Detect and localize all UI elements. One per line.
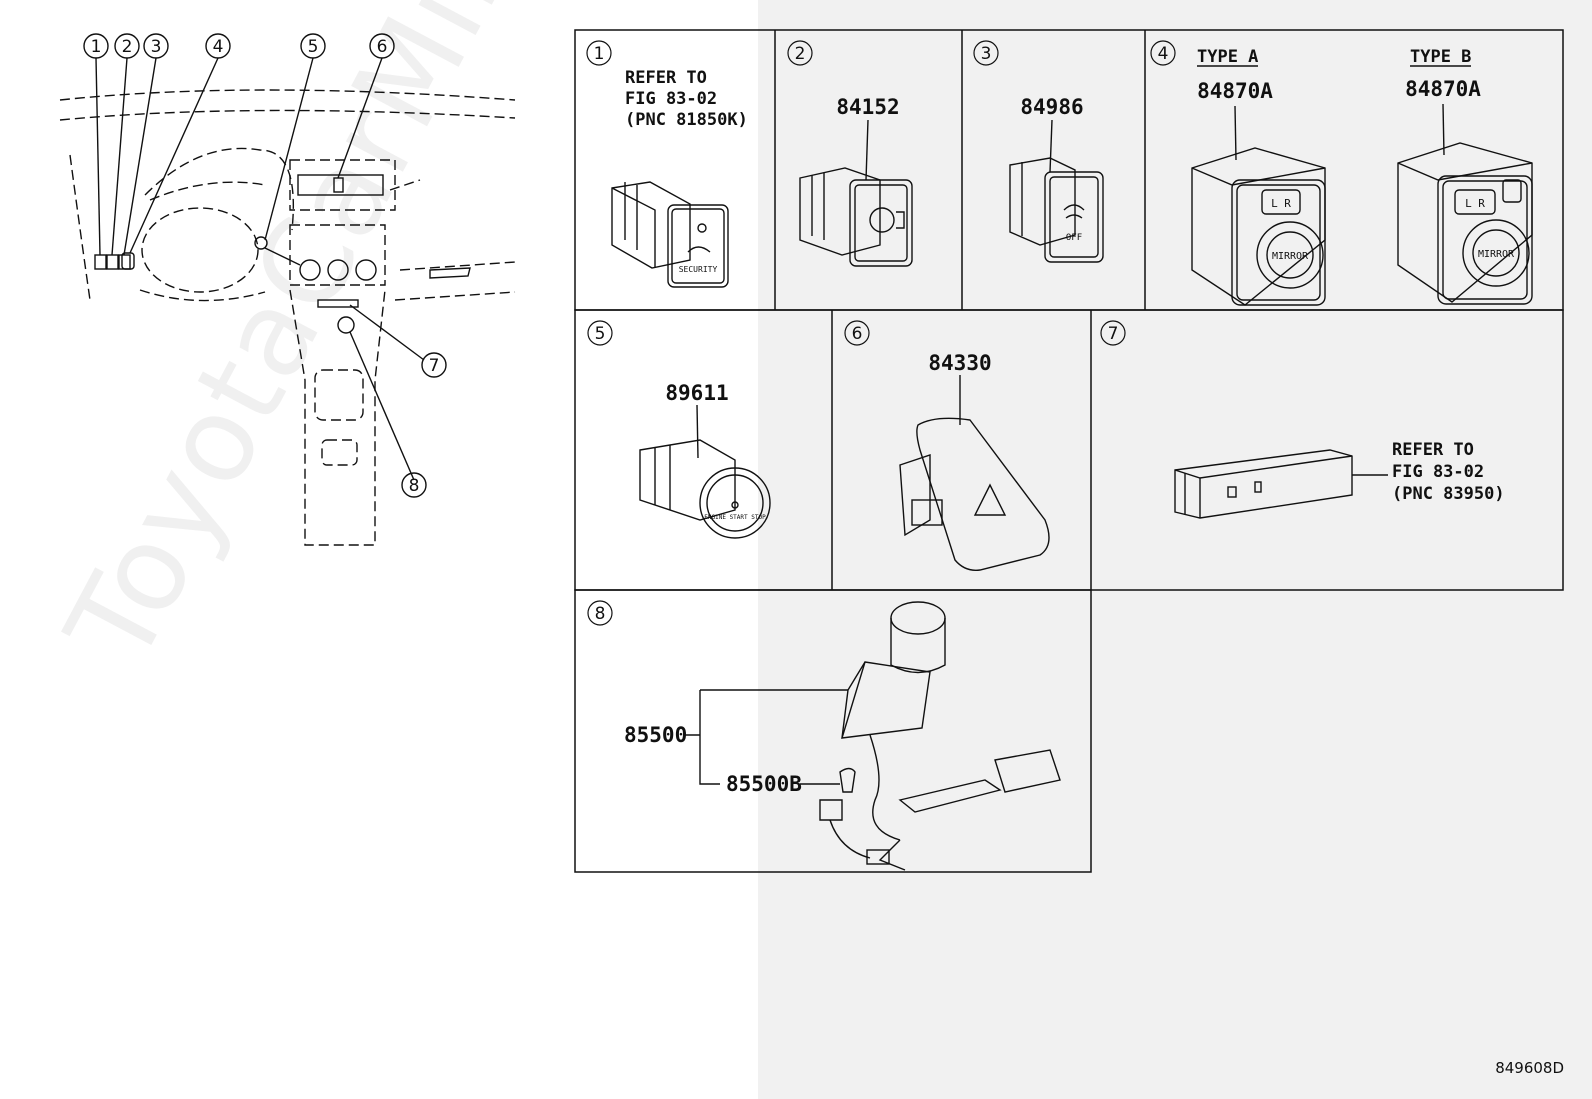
part-84986: 84986 xyxy=(1020,95,1083,119)
callout-1: 1 xyxy=(91,37,102,57)
panel-1-number: 1 xyxy=(594,44,605,64)
dashboard-overview xyxy=(59,33,516,546)
switch-strip-drawing xyxy=(1174,449,1353,519)
panel-1-refer-line-1: REFER TO xyxy=(625,68,707,88)
dimmer-switch-drawing xyxy=(799,167,913,267)
panel-7-refer-line-2: FIG 83-02 xyxy=(1392,462,1484,482)
part-84330: 84330 xyxy=(928,351,991,375)
panel-grid xyxy=(574,29,1564,873)
callout-8: 8 xyxy=(409,476,420,496)
panel-6-number: 6 xyxy=(852,324,863,344)
part-84152: 84152 xyxy=(836,95,899,119)
panel-7-refer-line-3: (PNC 83950) xyxy=(1392,484,1505,504)
part-89611: 89611 xyxy=(665,381,728,405)
lr-label-type-a: L R xyxy=(1271,197,1291,210)
callout-3: 3 xyxy=(151,37,162,57)
engine-start-switch-drawing xyxy=(639,439,771,539)
panel-5-number: 5 xyxy=(595,324,606,344)
part-85500: 85500 xyxy=(624,723,687,747)
lr-label-type-b: L R xyxy=(1465,197,1485,210)
part-85500b: 85500B xyxy=(726,772,802,796)
vsc-off-label: OFF xyxy=(1066,233,1082,243)
callout-5: 5 xyxy=(308,37,319,57)
callout-2: 2 xyxy=(122,37,133,57)
mirror-knob-label-type-b: MIRROR xyxy=(1478,249,1515,260)
cigarette-lighter-drawing xyxy=(819,601,1061,871)
gray-background xyxy=(758,0,1592,1099)
panel-4-number: 4 xyxy=(1158,44,1169,64)
type-a-label: TYPE A xyxy=(1197,47,1258,67)
callout-6: 6 xyxy=(377,37,388,57)
figure-code: 849608D xyxy=(1495,1059,1564,1077)
hazard-switch-drawing xyxy=(899,417,1050,571)
callout-4: 4 xyxy=(213,37,224,57)
security-switch-drawing xyxy=(611,181,729,288)
part-84870a-type-b: 84870A xyxy=(1405,77,1481,101)
mirror-switch-type-a-drawing xyxy=(1191,147,1326,306)
callout-7: 7 xyxy=(429,356,440,376)
mirror-switch-type-b-drawing xyxy=(1397,142,1533,305)
type-b-label: TYPE B xyxy=(1410,47,1471,67)
vsc-off-switch-drawing xyxy=(1009,157,1104,263)
security-label: SECURITY xyxy=(679,265,718,274)
part-84870a-type-a: 84870A xyxy=(1197,79,1273,103)
panel-1-refer-line-3: (PNC 81850K) xyxy=(625,110,748,130)
engine-start-label: ENGINE START STOP xyxy=(704,514,766,521)
panel-7-number: 7 xyxy=(1108,324,1119,344)
mirror-knob-label-type-a: MIRROR xyxy=(1272,251,1309,262)
panel-8-number: 8 xyxy=(595,604,606,624)
panel-1-refer-line-2: FIG 83-02 xyxy=(625,89,717,109)
panel-3-number: 3 xyxy=(981,44,992,64)
panel-2-number: 2 xyxy=(795,44,806,64)
panel-7-refer-line-1: REFER TO xyxy=(1392,440,1474,460)
